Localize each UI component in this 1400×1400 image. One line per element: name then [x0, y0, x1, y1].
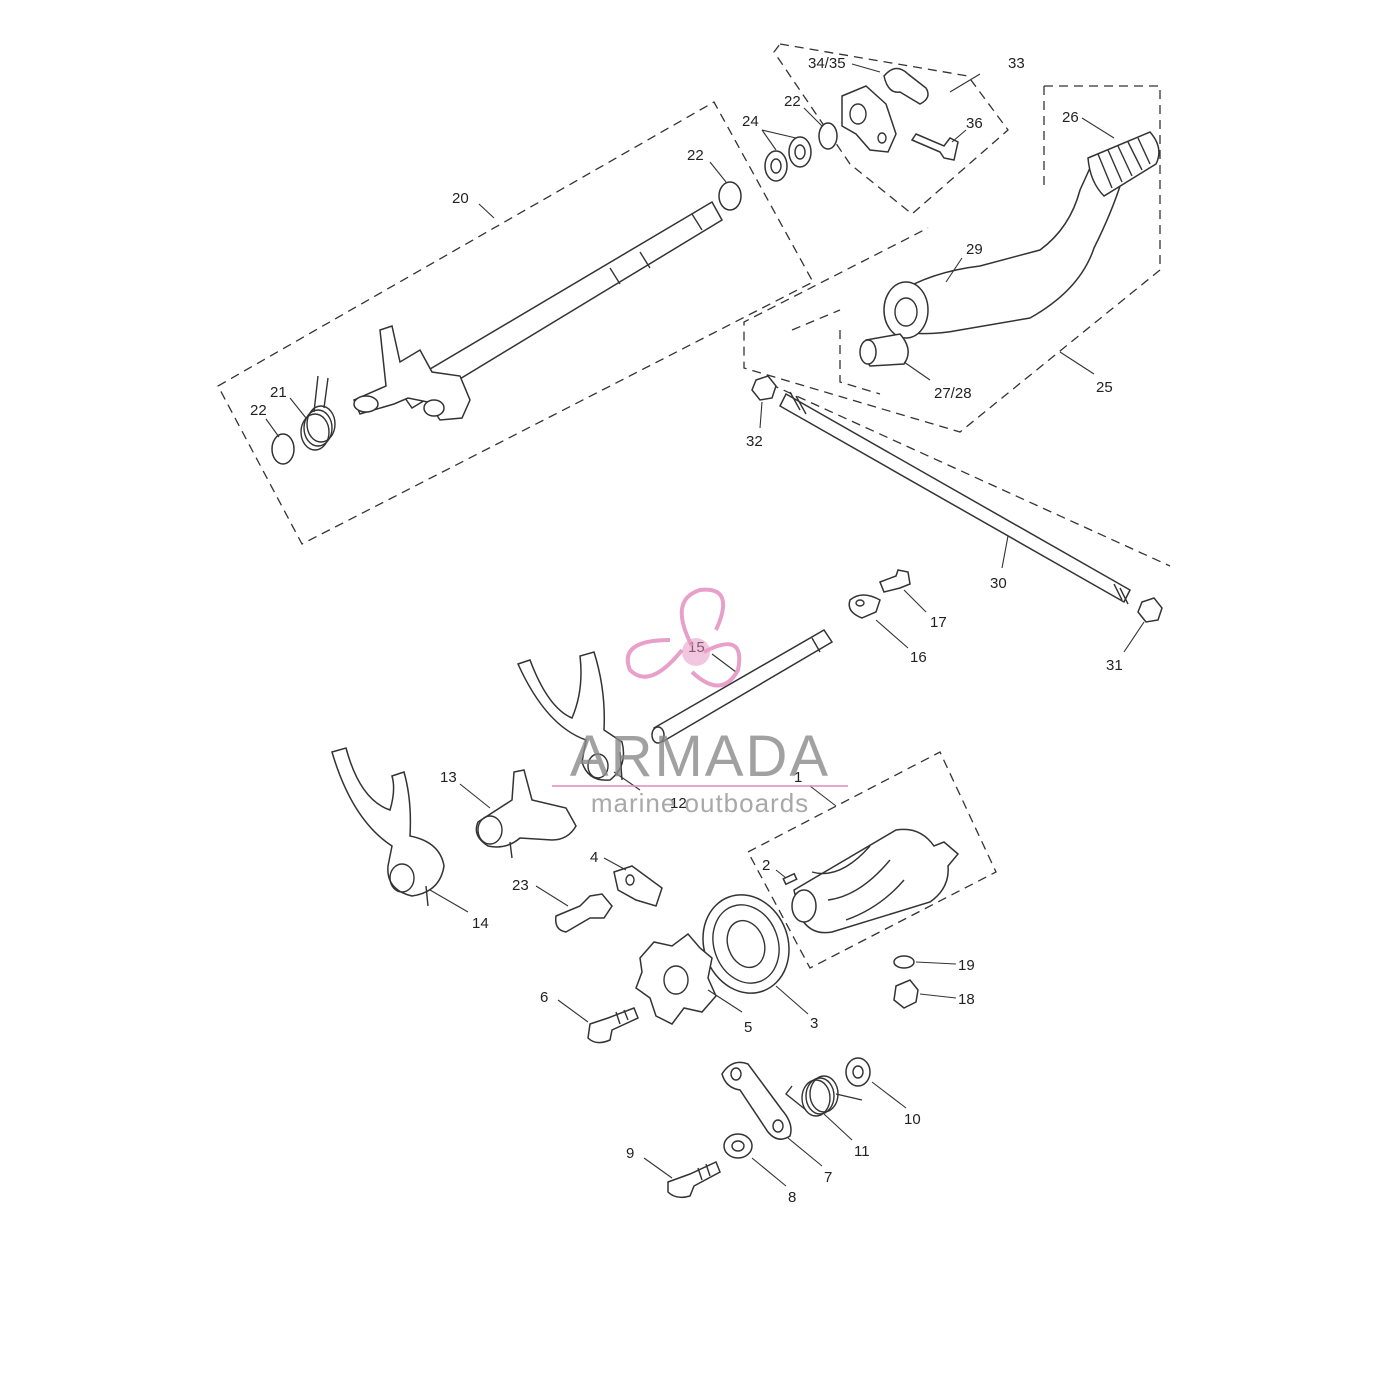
pedal-rubber-26	[1087, 131, 1160, 197]
callout-24: 24	[742, 113, 759, 130]
shift-shaft-group: 20 21 22 22	[217, 101, 814, 545]
nut-31	[1137, 597, 1163, 623]
callout-29: 29	[966, 241, 983, 258]
callout-6: 6	[540, 989, 548, 1006]
callout-9: 9	[626, 1145, 634, 1162]
linkage-arm	[841, 85, 897, 153]
gear-pedal-lever	[895, 167, 1123, 335]
callout-20: 20	[452, 190, 469, 207]
callout-11: 11	[854, 1143, 870, 1160]
callout-26: 26	[1062, 109, 1079, 126]
callout-16: 16	[910, 649, 927, 666]
callout-22-left: 22	[250, 402, 267, 419]
callout-7: 7	[824, 1169, 832, 1186]
callout-34-35: 34/35	[808, 55, 846, 72]
callout-22-upper: 22	[687, 147, 704, 164]
return-spring-21	[300, 375, 336, 451]
callout-12: 12	[670, 795, 687, 812]
callout-36: 36	[966, 115, 983, 132]
stud-bolt-23	[554, 893, 613, 933]
group-25-outline	[743, 85, 1161, 433]
linkage-arm-group: 33 34/35 22 24 36	[742, 43, 1025, 215]
drum-end-parts-group: 3 5 6	[540, 894, 818, 1044]
washer-19	[893, 955, 915, 969]
washer-24a	[764, 150, 788, 182]
stopper-group: 17 16	[848, 569, 947, 666]
callout-21: 21	[270, 384, 287, 401]
neutral-switch-group: 19 18	[893, 955, 975, 1009]
shift-drum-1	[793, 828, 960, 934]
shift-arm-7	[721, 1061, 792, 1140]
stopper-plate-16	[848, 594, 881, 619]
washer-24b	[788, 136, 812, 168]
callout-5: 5	[744, 1019, 752, 1036]
washer-10	[845, 1057, 871, 1087]
screw-17	[879, 569, 911, 593]
callout-10: 10	[904, 1111, 921, 1128]
spring-11	[785, 1075, 863, 1117]
switch-18	[893, 979, 919, 1009]
circlip-22-left	[271, 433, 295, 465]
nut-32	[751, 375, 777, 401]
callout-33: 33	[1008, 55, 1025, 72]
callout-1: 1	[794, 769, 802, 786]
callout-25: 25	[1096, 379, 1113, 396]
group-1-outline	[747, 751, 997, 969]
callout-19: 19	[958, 957, 975, 974]
circlip-22-arm	[818, 122, 838, 150]
callout-23: 23	[512, 877, 529, 894]
gear-pedal-group: 26 29 27/28 25	[743, 85, 1161, 433]
plate-4	[613, 865, 663, 907]
tie-rod-group: 30 32 31	[746, 375, 1171, 674]
callout-3: 3	[810, 1015, 818, 1032]
callout-14: 14	[472, 915, 489, 932]
bolt-9	[667, 1160, 721, 1199]
callout-18: 18	[958, 991, 975, 1008]
propeller-logo-icon	[625, 587, 742, 688]
watermark-brand: ARMADA	[570, 724, 830, 789]
shift-arm-group: 7 8 9 10 11	[626, 1057, 921, 1206]
circlip-22-upper	[718, 181, 742, 211]
shift-fork-13	[475, 769, 577, 848]
watermark-tagline: marine outboards	[591, 788, 809, 818]
watermark: ARMADA marine outboards	[552, 587, 848, 818]
group-33-outline	[773, 43, 1009, 215]
callout-22-arm: 22	[784, 93, 801, 110]
pin-2	[782, 872, 798, 886]
callout-17: 17	[930, 614, 947, 631]
drum-star-5	[635, 932, 717, 1025]
shift-forks-group: 12 13 14	[331, 651, 687, 932]
callout-31: 31	[1106, 657, 1123, 674]
shift-fork-12	[516, 651, 625, 781]
callout-4: 4	[590, 849, 598, 866]
callout-27-28: 27/28	[934, 385, 972, 402]
ball-joint-34-35	[883, 67, 929, 105]
callout-30: 30	[990, 575, 1007, 592]
group-20-outline	[217, 101, 814, 545]
callout-32: 32	[746, 433, 763, 450]
callout-2: 2	[762, 857, 770, 874]
callout-8: 8	[788, 1189, 796, 1206]
washer-8	[723, 1133, 753, 1159]
shift-drum-group: 1 2	[747, 751, 997, 969]
fork-rod-group: 15	[651, 628, 834, 744]
bolt-6	[587, 1007, 639, 1044]
stud-plate-group: 23 4	[512, 849, 663, 933]
tie-rod	[779, 392, 1131, 604]
shift-fork-14	[331, 747, 445, 897]
callout-13: 13	[440, 769, 457, 786]
bolt-36	[910, 133, 959, 161]
